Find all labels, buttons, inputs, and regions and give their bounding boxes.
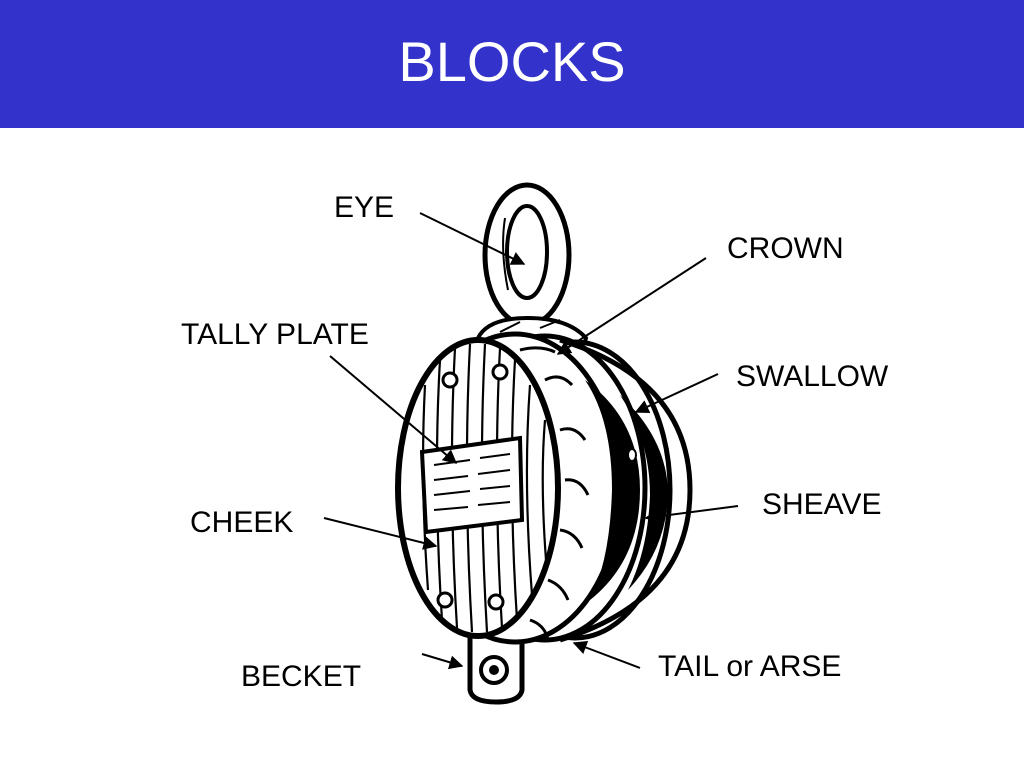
label-becket: BECKET: [241, 660, 362, 693]
swallow-leader: [634, 373, 719, 414]
tally-plate: [419, 435, 525, 535]
sheave-leader: [644, 505, 739, 524]
label-tail: TAIL or ARSE: [658, 650, 842, 683]
eye-leader: [419, 212, 526, 265]
eye-ring: [482, 182, 572, 328]
label-eye: EYE: [334, 191, 395, 224]
tail-leader: [572, 640, 641, 669]
crown-leader: [556, 257, 707, 355]
title-bar: BLOCKS: [0, 0, 1024, 128]
leader-lines: [323, 212, 739, 670]
slide-title: BLOCKS: [398, 29, 626, 93]
label-sheave: SHEAVE: [762, 488, 882, 521]
label-crown: CROWN: [727, 232, 844, 265]
label-swallow: SWALLOW: [736, 360, 889, 393]
cheek-leader: [323, 517, 438, 550]
becket-leader: [421, 653, 464, 670]
tally-plate-leader: [329, 355, 458, 464]
label-tally-plate: TALLY PLATE: [181, 318, 369, 351]
label-cheek: CHEEK: [190, 506, 294, 539]
